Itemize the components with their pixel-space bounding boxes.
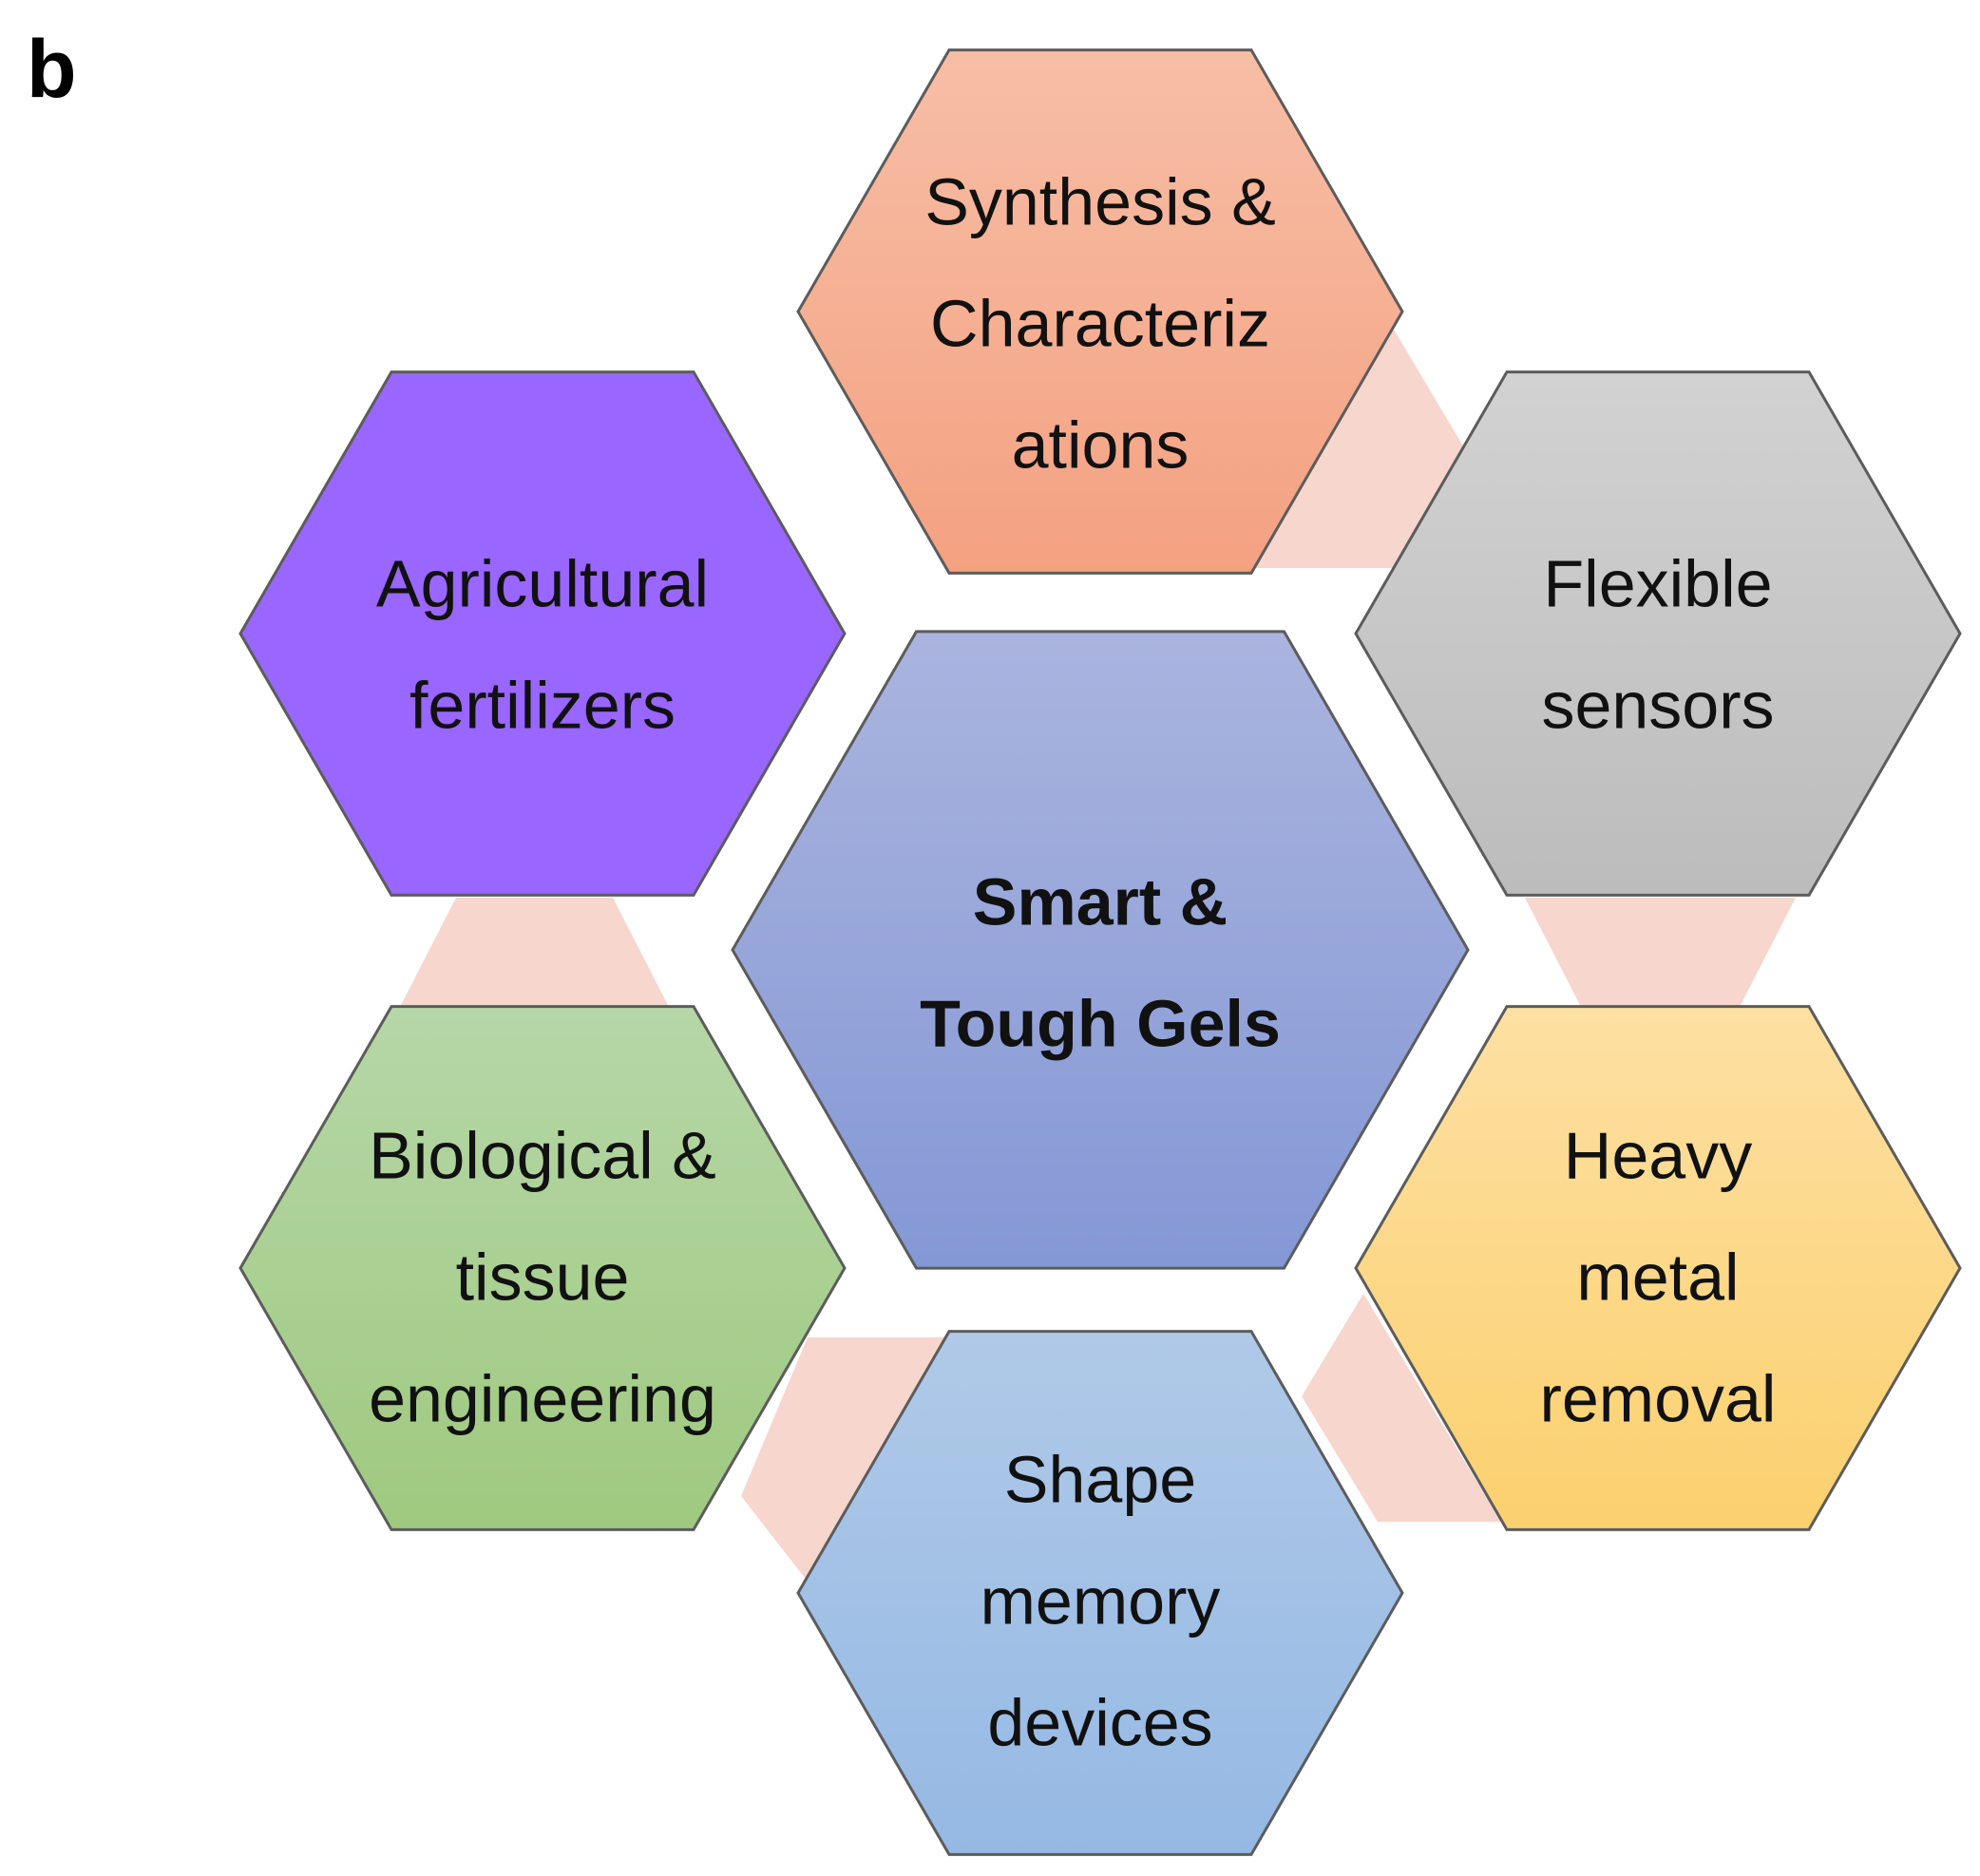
hex-shape-memory-line-3: devices (987, 1685, 1212, 1759)
hex-heavy-line-3: removal (1540, 1361, 1777, 1435)
hex-synthesis-shape (796, 48, 1404, 575)
hex-agricultural-line-1: Agricultural (376, 546, 709, 620)
hex-flexible: Flexible sensors (1354, 370, 1962, 897)
hex-flexible-line-1: Flexible (1543, 546, 1772, 620)
connector-flexible-heavy (1525, 898, 1796, 1009)
hex-synthesis-line-3: ations (1012, 407, 1190, 482)
hex-heavy: Heavy metal removal (1354, 1005, 1962, 1531)
hex-agricultural-line-2: fertilizers (409, 668, 676, 742)
hex-biological: Biological & tissue engineering (238, 1005, 847, 1531)
connector-heavy-shape (1302, 1294, 1501, 1522)
hex-shape-memory-shape (796, 1330, 1404, 1856)
hex-biological-line-3: engineering (369, 1361, 716, 1435)
hex-synthesis-line-1: Synthesis & (924, 164, 1276, 238)
hex-flexible-line-2: sensors (1541, 668, 1774, 742)
hex-shape-memory: Shape memory devices (796, 1330, 1404, 1856)
hex-agricultural: Agricultural fertilizers (238, 370, 847, 897)
hex-center-line-1: Smart & (973, 864, 1228, 938)
hex-synthesis: Synthesis & Characteriz ations (796, 48, 1404, 575)
hex-center-line-2: Tough Gels (920, 986, 1281, 1060)
hex-shape-memory-line-1: Shape (1004, 1442, 1196, 1516)
hex-agricultural-shape (238, 370, 847, 897)
hex-shape-memory-line-2: memory (980, 1563, 1221, 1638)
hex-heavy-line-1: Heavy (1564, 1118, 1752, 1192)
connector-agricultural-biological (399, 898, 670, 1009)
hex-synthesis-line-2: Characteriz (930, 286, 1270, 360)
hex-biological-line-1: Biological & (369, 1118, 716, 1192)
panel-label: b (27, 24, 77, 115)
hex-flexible-shape (1354, 370, 1962, 897)
hex-center: Smart & Tough Gels (731, 630, 1470, 1270)
connector-biological-shape (741, 1337, 950, 1582)
hexagon-group: Smart & Tough Gels Synthesis & Character… (238, 48, 1962, 1856)
hex-heavy-shape (1354, 1005, 1962, 1531)
hex-center-shape (731, 630, 1470, 1270)
hex-heavy-line-2: metal (1576, 1240, 1739, 1314)
hex-biological-line-2: tissue (456, 1240, 630, 1314)
hex-biological-shape (238, 1005, 847, 1531)
